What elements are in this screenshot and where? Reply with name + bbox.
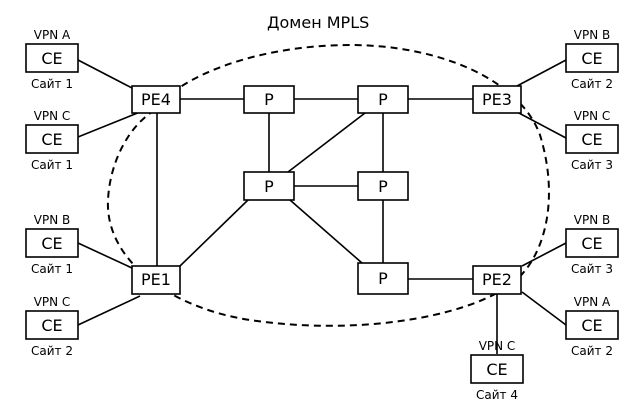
p-router-mid-right: P: [357, 171, 409, 201]
ce-tl2-site: Сайт 1: [31, 158, 73, 172]
ce-tr2-site: Сайт 3: [571, 158, 613, 172]
ce-router-tr1: CE: [565, 43, 619, 73]
ce-router-bot: CE: [470, 354, 524, 384]
link-p-top-right-p-mid-left: [287, 112, 366, 173]
ce-router-bl2: CE: [25, 310, 79, 340]
link-ce-br2-pe2: [521, 291, 567, 326]
p-router-top-right: P: [357, 85, 409, 114]
ce-tr1-vpn: VPN B: [574, 28, 610, 42]
ce-tl1-label: CE: [41, 49, 62, 68]
pe1-router: PE1: [131, 265, 181, 295]
pe4-router: PE4: [131, 85, 181, 114]
ce-br2-vpn: VPN A: [574, 295, 611, 309]
link-p-mid-left-p-bottom: [289, 199, 363, 264]
p-mid-left-label: P: [264, 177, 274, 196]
ce-tl1-site: Сайт 1: [31, 77, 73, 91]
p-router-bottom: P: [357, 262, 409, 295]
ce-bl2-vpn: VPN C: [34, 295, 71, 309]
link-ce-bl2-pe1: [77, 295, 141, 326]
ce-tl2-vpn: VPN C: [34, 109, 71, 123]
ce-br2-site: Сайт 2: [571, 344, 613, 358]
ce-br2-label: CE: [581, 316, 602, 335]
pe3-label: PE3: [482, 90, 512, 109]
ce-tr1-site: Сайт 2: [571, 77, 613, 91]
ce-bl1-vpn: VPN B: [34, 213, 70, 227]
ce-br1-vpn: VPN B: [574, 213, 610, 227]
ce-bot-label: CE: [486, 360, 507, 379]
ce-bl1-site: Сайт 1: [31, 262, 73, 276]
pe1-label: PE1: [141, 270, 171, 289]
p-top-left-label: P: [264, 90, 274, 109]
link-ce-tl1-pe4: [77, 59, 133, 89]
mpls-domain-boundary: [106, 43, 550, 327]
ce-bot-site: Сайт 4: [476, 388, 518, 402]
link-ce-bl1-pe1: [77, 242, 133, 269]
link-ce-tl2-pe4: [77, 111, 141, 138]
link-ce-tr1-pe3: [516, 59, 567, 87]
ce-router-br1: CE: [565, 228, 619, 258]
ce-tr1-label: CE: [581, 49, 602, 68]
ce-bl2-label: CE: [41, 316, 62, 335]
pe3-router: PE3: [472, 85, 522, 114]
p-router-mid-left: P: [243, 171, 295, 201]
ce-router-tr2: CE: [565, 124, 619, 154]
p-bottom-label: P: [378, 269, 388, 288]
ce-tr2-vpn: VPN C: [574, 109, 611, 123]
ce-bl1-label: CE: [41, 234, 62, 253]
link-ce-tr2-pe3: [516, 111, 567, 139]
link-ce-br1-pe2: [521, 242, 567, 267]
p-top-right-label: P: [378, 90, 388, 109]
ce-router-bl1: CE: [25, 228, 79, 258]
ce-router-tl2: CE: [25, 124, 79, 154]
ce-router-tl1: CE: [25, 43, 79, 73]
ce-br1-label: CE: [581, 234, 602, 253]
pe2-router: PE2: [472, 265, 522, 295]
ce-tr2-label: CE: [581, 130, 602, 149]
mpls-domain-title: Домен MPLS: [267, 13, 369, 32]
pe2-label: PE2: [482, 270, 512, 289]
p-mid-right-label: P: [378, 177, 388, 196]
link-p-mid-left-pe1: [179, 199, 249, 267]
ce-bot-vpn: VPN C: [479, 339, 516, 353]
ce-bl2-site: Сайт 2: [31, 344, 73, 358]
ce-tl1-vpn: VPN A: [34, 28, 71, 42]
ce-br1-site: Сайт 3: [571, 262, 613, 276]
pe4-label: PE4: [141, 90, 171, 109]
p-router-top-left: P: [243, 85, 295, 114]
ce-router-br2: CE: [565, 310, 619, 340]
ce-tl2-label: CE: [41, 130, 62, 149]
